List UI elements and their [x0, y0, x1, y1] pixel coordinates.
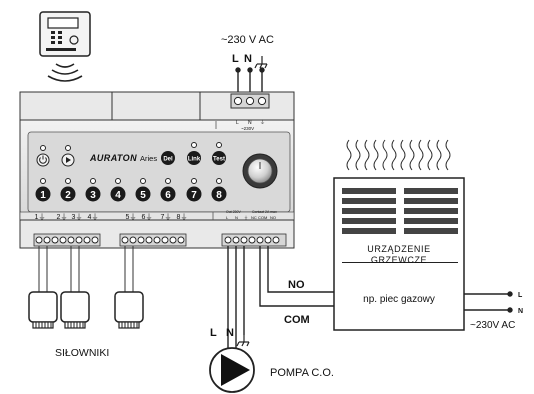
svg-text:Link: Link [188, 157, 201, 163]
relay-terminal-no: NO [270, 215, 276, 220]
svg-text:4: 4 [115, 190, 121, 201]
zone-button-5[interactable]: 5 [135, 178, 151, 202]
svg-text:6: 6 [165, 190, 171, 201]
pump-wires [227, 246, 245, 354]
power-icon [39, 155, 47, 164]
test-button[interactable]: Test [212, 142, 226, 166]
actuator-3-icon [114, 291, 144, 329]
del-button[interactable]: Del [161, 151, 175, 165]
right-supply-l-label: L [518, 292, 523, 299]
top-supply-l-label: L [232, 53, 239, 65]
zone-button-7[interactable]: 7 [186, 178, 202, 202]
heater-title-line1: URZĄDZENIE [367, 244, 431, 254]
zone-button-4[interactable]: 4 [110, 178, 126, 202]
zone-button-6[interactable]: 6 [160, 178, 176, 202]
relay-terminal-com: COM [258, 215, 267, 220]
zone-button-3[interactable]: 3 [85, 178, 101, 202]
heater-box [333, 177, 465, 331]
svg-text:1: 1 [40, 190, 46, 201]
pump-terminal-n: N [235, 215, 238, 220]
pump-terminal-l: L [226, 215, 229, 220]
svg-text:7: 7 [191, 190, 197, 201]
pump-n-label: N [226, 327, 234, 339]
pump-label: POMPA C.O. [270, 367, 334, 379]
svg-text:Del: Del [163, 157, 173, 163]
actuators-label: SIŁOWNIKI [55, 347, 109, 359]
terminal-label-3: 3⏚ [72, 213, 83, 221]
svg-text:8: 8 [216, 190, 222, 201]
actuator-wires [38, 246, 134, 292]
terminal-block-zones-1-4 [33, 233, 101, 247]
svg-text:3: 3 [90, 190, 96, 201]
right-supply-voltage: ~230V AC [470, 320, 515, 331]
terminal-label-5: 5⏚ [126, 213, 137, 221]
zone-button-2[interactable]: 2 [60, 178, 76, 202]
heat-waves-icon [346, 139, 451, 171]
relay-no-label: NO [288, 279, 305, 291]
relay-contact-label: Contact 2A max [252, 210, 277, 214]
actuator-1-icon [28, 291, 58, 329]
top-block-voltage: ~230V [241, 126, 254, 131]
terminal-block-pump-relay [221, 233, 287, 247]
top-block-l: L [236, 120, 239, 126]
pump-icon [209, 347, 255, 393]
terminal-label-4: 4⏚ [88, 213, 99, 221]
room-thermostat-icon [39, 11, 91, 57]
link-button[interactable]: Link [187, 142, 201, 166]
svg-text:Test: Test [213, 157, 225, 163]
terminal-label-6: 6⏚ [142, 213, 153, 221]
top-block-n: N [248, 120, 252, 126]
pump-ground-icon [236, 335, 250, 347]
mode-knob[interactable] [242, 153, 278, 189]
wireless-signal-icon [47, 63, 83, 82]
play-icon [66, 157, 71, 163]
right-supply-wires [464, 291, 513, 313]
top-supply-wires [235, 67, 265, 94]
terminal-label-8: 8⏚ [177, 213, 188, 221]
pump-out-label: Out 230V [226, 210, 241, 214]
pump-l-label: L [210, 327, 217, 339]
zone-buttons: 1 2 3 4 5 6 7 [35, 178, 227, 202]
relay-com-label: COM [284, 314, 310, 326]
terminal-label-7: 7⏚ [161, 213, 172, 221]
relay-terminal-nc: NC [251, 215, 257, 220]
right-supply-n-label: N [518, 308, 523, 315]
terminal-label-1: 1⏚ [35, 213, 46, 221]
pump-terminal-pe: ⏚ [244, 214, 248, 220]
zone-button-8[interactable]: 8 [211, 178, 227, 202]
top-ground-icon [254, 56, 268, 69]
relay-wires [259, 246, 334, 307]
top-supply-n-label: N [244, 53, 252, 65]
terminal-block-zones-5-8 [119, 233, 187, 247]
heater-subtitle: np. piec gazowy [363, 294, 435, 305]
zone-button-1[interactable]: 1 [35, 178, 51, 202]
top-supply-voltage: ~230 V AC [221, 34, 274, 46]
power-button[interactable] [36, 145, 50, 167]
terminal-label-2: 2⏚ [57, 213, 68, 221]
svg-text:5: 5 [140, 190, 146, 201]
heater-title-line2: GRZEWCZE [371, 255, 427, 265]
brand-name: AURATON [89, 153, 137, 163]
model-name: Aries [140, 154, 157, 163]
actuator-2-icon [60, 291, 90, 329]
svg-text:2: 2 [65, 190, 71, 201]
top-block-pe: ⏚ [260, 119, 265, 126]
